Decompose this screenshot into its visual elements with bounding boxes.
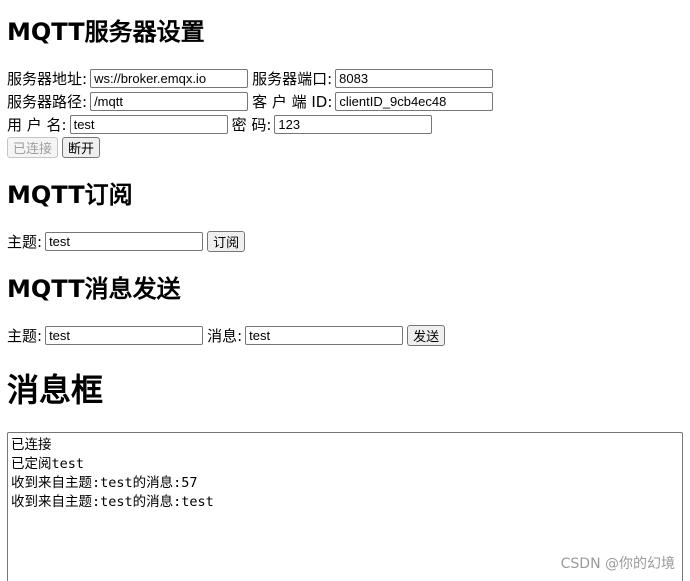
- subscribe-heading: MQTT订阅: [7, 181, 133, 209]
- subscribe-topic-input[interactable]: [45, 232, 204, 251]
- publish-message-input[interactable]: [245, 326, 404, 345]
- server-port-label: 服务器端口:: [252, 70, 333, 88]
- client-id-input[interactable]: [335, 92, 494, 111]
- server-row-2: 服务器路径: 客 户 端 ID:: [7, 90, 497, 113]
- username-label: 用 户 名:: [7, 116, 67, 134]
- username-input[interactable]: [69, 115, 228, 134]
- server-address-label: 服务器地址:: [7, 70, 88, 88]
- disconnect-button[interactable]: 断开: [62, 137, 101, 158]
- server-row-1: 服务器地址: 服务器端口:: [7, 67, 497, 90]
- watermark: CSDN @你的幻境: [560, 556, 675, 572]
- password-label: 密 码:: [231, 116, 272, 134]
- message-box[interactable]: 已连接 已定阅test 收到来自主题:test的消息:57 收到来自主题:tes…: [7, 432, 683, 581]
- subscribe-row: 主题: 订阅: [7, 230, 249, 253]
- connect-button[interactable]: 已连接: [7, 137, 59, 158]
- client-id-label: 客 户 端 ID:: [252, 93, 333, 111]
- send-button[interactable]: 发送: [407, 325, 446, 346]
- publish-heading: MQTT消息发送: [7, 275, 181, 303]
- publish-topic-input[interactable]: [45, 326, 204, 345]
- server-settings-heading: MQTT服务器设置: [7, 18, 205, 46]
- publish-topic-label: 主题:: [7, 327, 43, 345]
- password-input[interactable]: [274, 115, 433, 134]
- server-path-input[interactable]: [90, 92, 249, 111]
- connection-buttons: 已连接 断开: [7, 136, 104, 159]
- message-box-heading: 消息框: [7, 371, 104, 409]
- server-row-3: 用 户 名: 密 码:: [7, 113, 436, 136]
- server-address-input[interactable]: [90, 69, 249, 88]
- server-port-input[interactable]: [335, 69, 494, 88]
- subscribe-topic-label: 主题:: [7, 233, 43, 251]
- publish-row: 主题: 消息: 发送: [7, 324, 449, 347]
- subscribe-button[interactable]: 订阅: [207, 231, 246, 252]
- publish-message-label: 消息:: [207, 327, 243, 345]
- server-path-label: 服务器路径:: [7, 93, 88, 111]
